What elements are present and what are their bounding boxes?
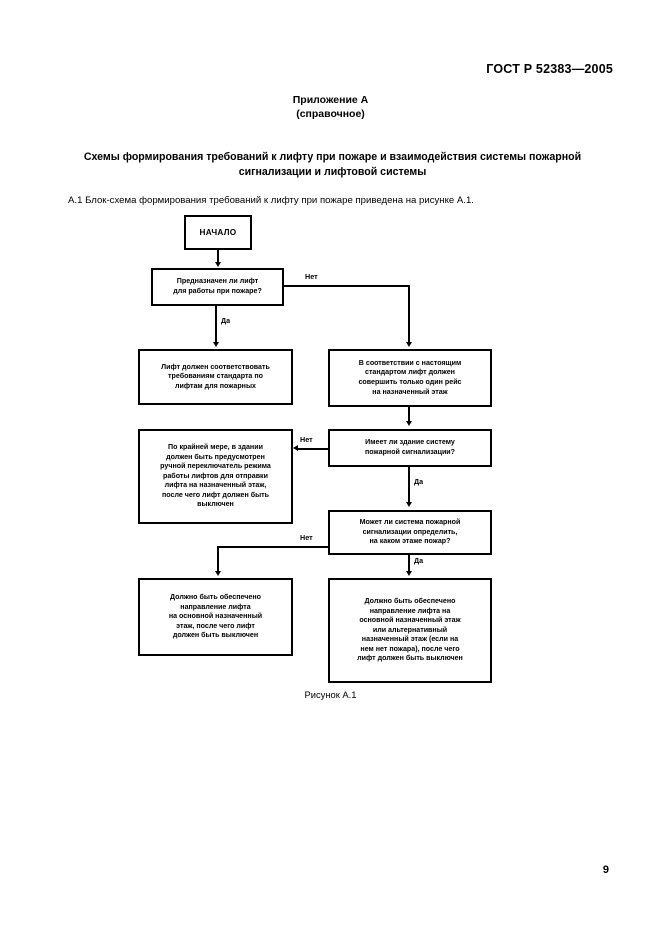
- connector-decision2-yes-vertical: [408, 467, 411, 503]
- edge-label-decision3-no: Нет: [299, 533, 314, 542]
- standard-number: ГОСТ Р 52383—2005: [486, 62, 613, 76]
- annex-subtitle: (справочное): [296, 108, 365, 120]
- connector-decision3-no-horizontal: [216, 546, 330, 549]
- connector-decision1-no-vertical: [408, 285, 411, 343]
- edge-label-decision2-no: Нет: [299, 435, 314, 444]
- arrowhead-start-to-decision1: [214, 262, 221, 267]
- connector-decision1-no-horizontal: [284, 285, 410, 288]
- figure-caption: Рисунок А.1: [304, 689, 357, 700]
- arrowhead-decision2-no: [293, 444, 298, 451]
- connector-decision3-yes-vertical: [408, 555, 411, 573]
- arrowhead-decision1-no: [405, 342, 412, 347]
- page-title-line-1: Схемы формирования требований к лифту пр…: [83, 151, 582, 163]
- connector-decision3-no-vertical: [216, 546, 220, 572]
- arrowhead-right1-to-decision2: [405, 421, 412, 426]
- page-number: 9: [602, 864, 609, 876]
- intro-paragraph: А.1 Блок-схема формирования требований к…: [68, 195, 474, 206]
- edge-label-decision3-yes: Да: [413, 556, 425, 565]
- arrowhead-decision3-no: [214, 571, 221, 576]
- page-title-line-2: сигнализации и лифтовой системы: [238, 166, 427, 178]
- arrowhead-decision2-yes: [405, 502, 412, 507]
- arrowhead-decision3-yes: [405, 571, 412, 576]
- connector-right1-to-decision2: [408, 407, 411, 423]
- edge-label-decision2-yes: Да: [413, 477, 425, 486]
- connector-decision2-no-horizontal: [298, 448, 328, 451]
- page-title: Схемы формирования требований к лифту пр…: [45, 150, 620, 180]
- connector-decision1-yes-vertical: [214, 306, 218, 344]
- flow-node-start: НАЧАЛО: [184, 215, 252, 250]
- annex-title: Приложение А: [292, 94, 369, 106]
- arrowhead-decision1-yes: [212, 342, 219, 347]
- annex-heading: Приложение А (справочное): [0, 93, 661, 121]
- edge-label-decision1-yes: Да: [220, 316, 232, 325]
- connector-start-to-decision1: [216, 250, 220, 263]
- edge-label-decision1-no: Нет: [304, 272, 319, 281]
